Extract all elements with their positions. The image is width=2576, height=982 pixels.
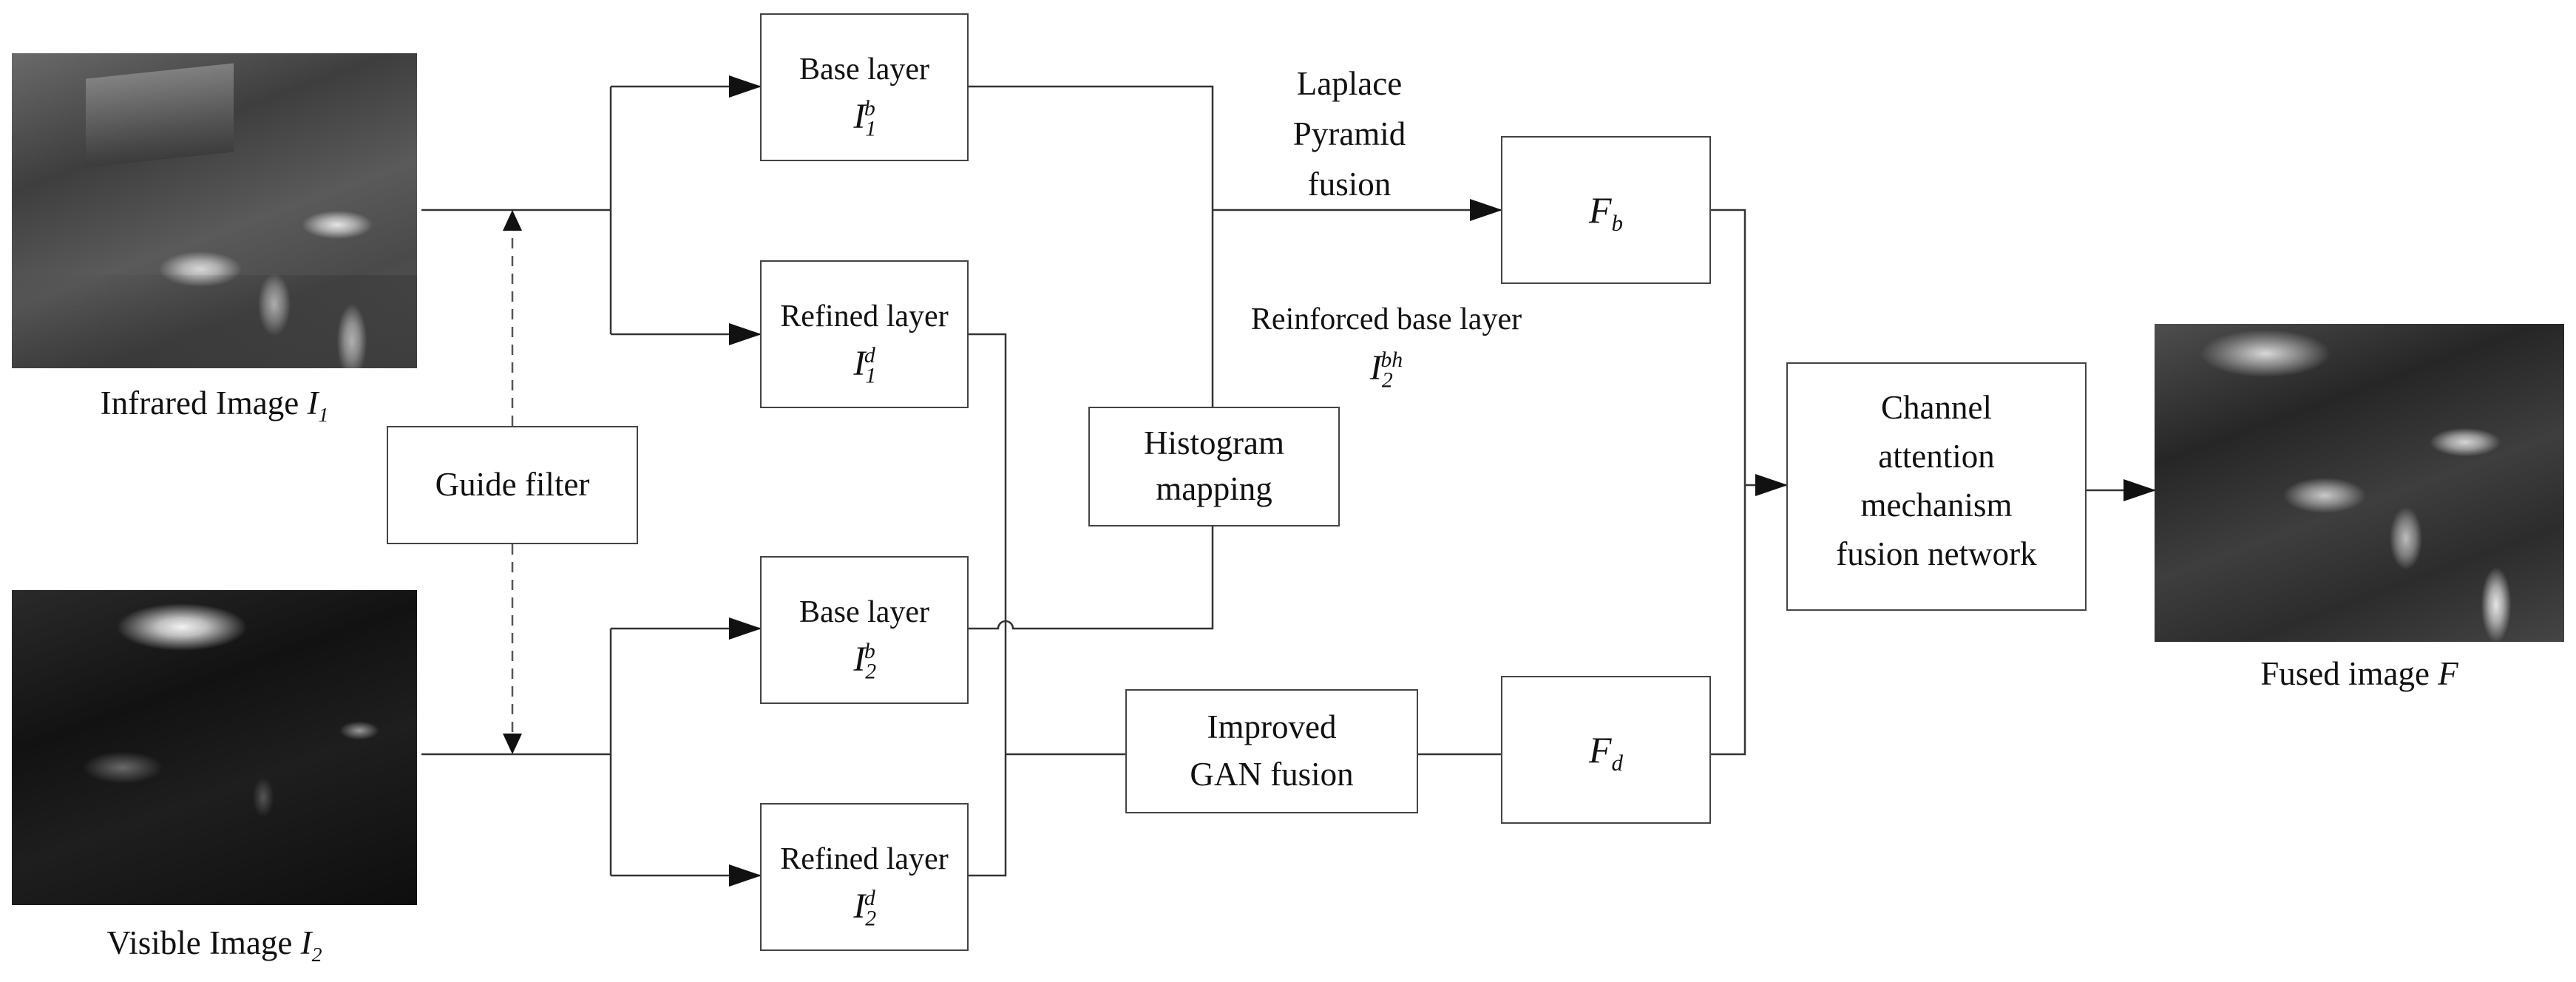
visible-symbol: I2	[300, 924, 322, 966]
vis-base-symbol-sup: b	[864, 639, 875, 663]
vis-base-symbol: I2b	[762, 639, 967, 685]
ir-refined-label: Refined layer	[780, 299, 949, 333]
fb-out-line	[1711, 209, 1746, 756]
histogram-line1: Histogram	[1144, 424, 1284, 461]
vis-refined-symbol: I2d	[762, 886, 967, 932]
fused-caption: Fused image F	[2155, 655, 2564, 694]
infrared-caption: Infrared Image I1	[12, 385, 417, 427]
vis-base-symbol-letter: I	[853, 640, 866, 679]
vis-base-label: Base layer	[799, 595, 930, 629]
vis-refined-symbol-sup: d	[864, 886, 875, 910]
histogram-line2: mapping	[1156, 470, 1272, 507]
reinforced-label: Reinforced base layer	[1250, 302, 1522, 336]
fused-base-symbol: Fb	[1502, 189, 1709, 237]
ir-refined-symbol-letter: I	[853, 344, 866, 383]
vis-refined-symbol-sub: 2	[865, 906, 877, 931]
vis-base-layer-box: Base layer I2b	[760, 556, 969, 704]
vis-refined-symbol-letter: I	[853, 887, 866, 926]
infrared-caption-text: Infrared Image	[100, 385, 299, 421]
guide-arrowhead-down	[503, 734, 522, 754]
reinforced-symbol-sup: bh	[1380, 348, 1403, 372]
fused-detail-letter: F	[1588, 729, 1612, 771]
attention-line1: Channel	[1881, 389, 1992, 426]
guide-arrowhead-up	[503, 210, 522, 231]
visible-symbol-letter: I	[300, 924, 312, 961]
ir-base-symbol-letter: I	[853, 97, 866, 136]
guide-filter-label: Guide filter	[435, 466, 590, 503]
ir-base-layer-box: Base layer I1b	[760, 13, 969, 161]
vis-base-symbol-sub: 2	[865, 659, 877, 684]
ir-base-out-line	[969, 85, 1214, 407]
infrared-symbol-letter: I	[307, 385, 319, 421]
laplace-line3: fusion	[1307, 166, 1392, 203]
ir-base-symbol-sub: 1	[865, 116, 877, 141]
channel-attention-box: Channel attention mechanism fusion netwo…	[1786, 362, 2087, 611]
attention-line2: attention	[1878, 438, 1995, 475]
reinforced-symbol-letter: I	[1369, 348, 1382, 387]
ir-base-label: Base layer	[799, 53, 930, 87]
fused-base-box: Fb	[1501, 136, 1711, 284]
visible-symbol-sub: 2	[311, 944, 322, 966]
ir-base-symbol-sup: b	[864, 96, 875, 121]
laplace-line2: Pyramid	[1292, 115, 1406, 152]
fused-detail-sub: d	[1611, 750, 1624, 776]
fused-detail-box: Fd	[1501, 676, 1711, 824]
fused-detail-symbol: Fd	[1502, 729, 1709, 776]
ir-refined-symbol: I1d	[762, 343, 967, 389]
fused-base-sub: b	[1611, 210, 1624, 236]
reinforced-symbol-sub: 2	[1381, 368, 1393, 393]
reinforced-symbol: I2bh	[1220, 348, 1553, 393]
fused-base-letter: F	[1588, 189, 1612, 231]
infrared-image	[12, 53, 417, 368]
guide-filter-box: Guide filter	[387, 426, 638, 544]
infrared-symbol: I1	[307, 385, 328, 427]
visible-caption-text: Visible Image	[106, 924, 293, 961]
ir-base-symbol: I1b	[762, 96, 967, 142]
ir-refined-out-line	[969, 333, 1007, 877]
fused-symbol: F	[2438, 655, 2458, 692]
gan-line1: Improved	[1207, 708, 1337, 745]
infrared-symbol-sub: 1	[318, 404, 329, 427]
vis-base-out-line	[969, 526, 1214, 630]
visible-image	[12, 590, 417, 905]
vis-refined-layer-box: Refined layer I2d	[760, 803, 969, 951]
ir-refined-layer-box: Refined layer I1d	[760, 260, 969, 408]
attention-line3: mechanism	[1860, 487, 2013, 524]
histogram-mapping-box: Histogram mapping	[1088, 407, 1340, 526]
attention-line4: fusion network	[1836, 535, 2037, 572]
fused-caption-text: Fused image	[2260, 655, 2430, 692]
ir-refined-symbol-sup: d	[864, 343, 875, 368]
ir-refined-symbol-sub: 1	[865, 363, 877, 388]
laplace-line1: Laplace	[1296, 65, 1403, 102]
gan-line2: GAN fusion	[1190, 756, 1354, 793]
vis-refined-label: Refined layer	[780, 842, 949, 876]
visible-caption: Visible Image I2	[12, 924, 417, 967]
fused-image	[2155, 324, 2564, 642]
gan-fusion-box: Improved GAN fusion	[1125, 689, 1418, 813]
